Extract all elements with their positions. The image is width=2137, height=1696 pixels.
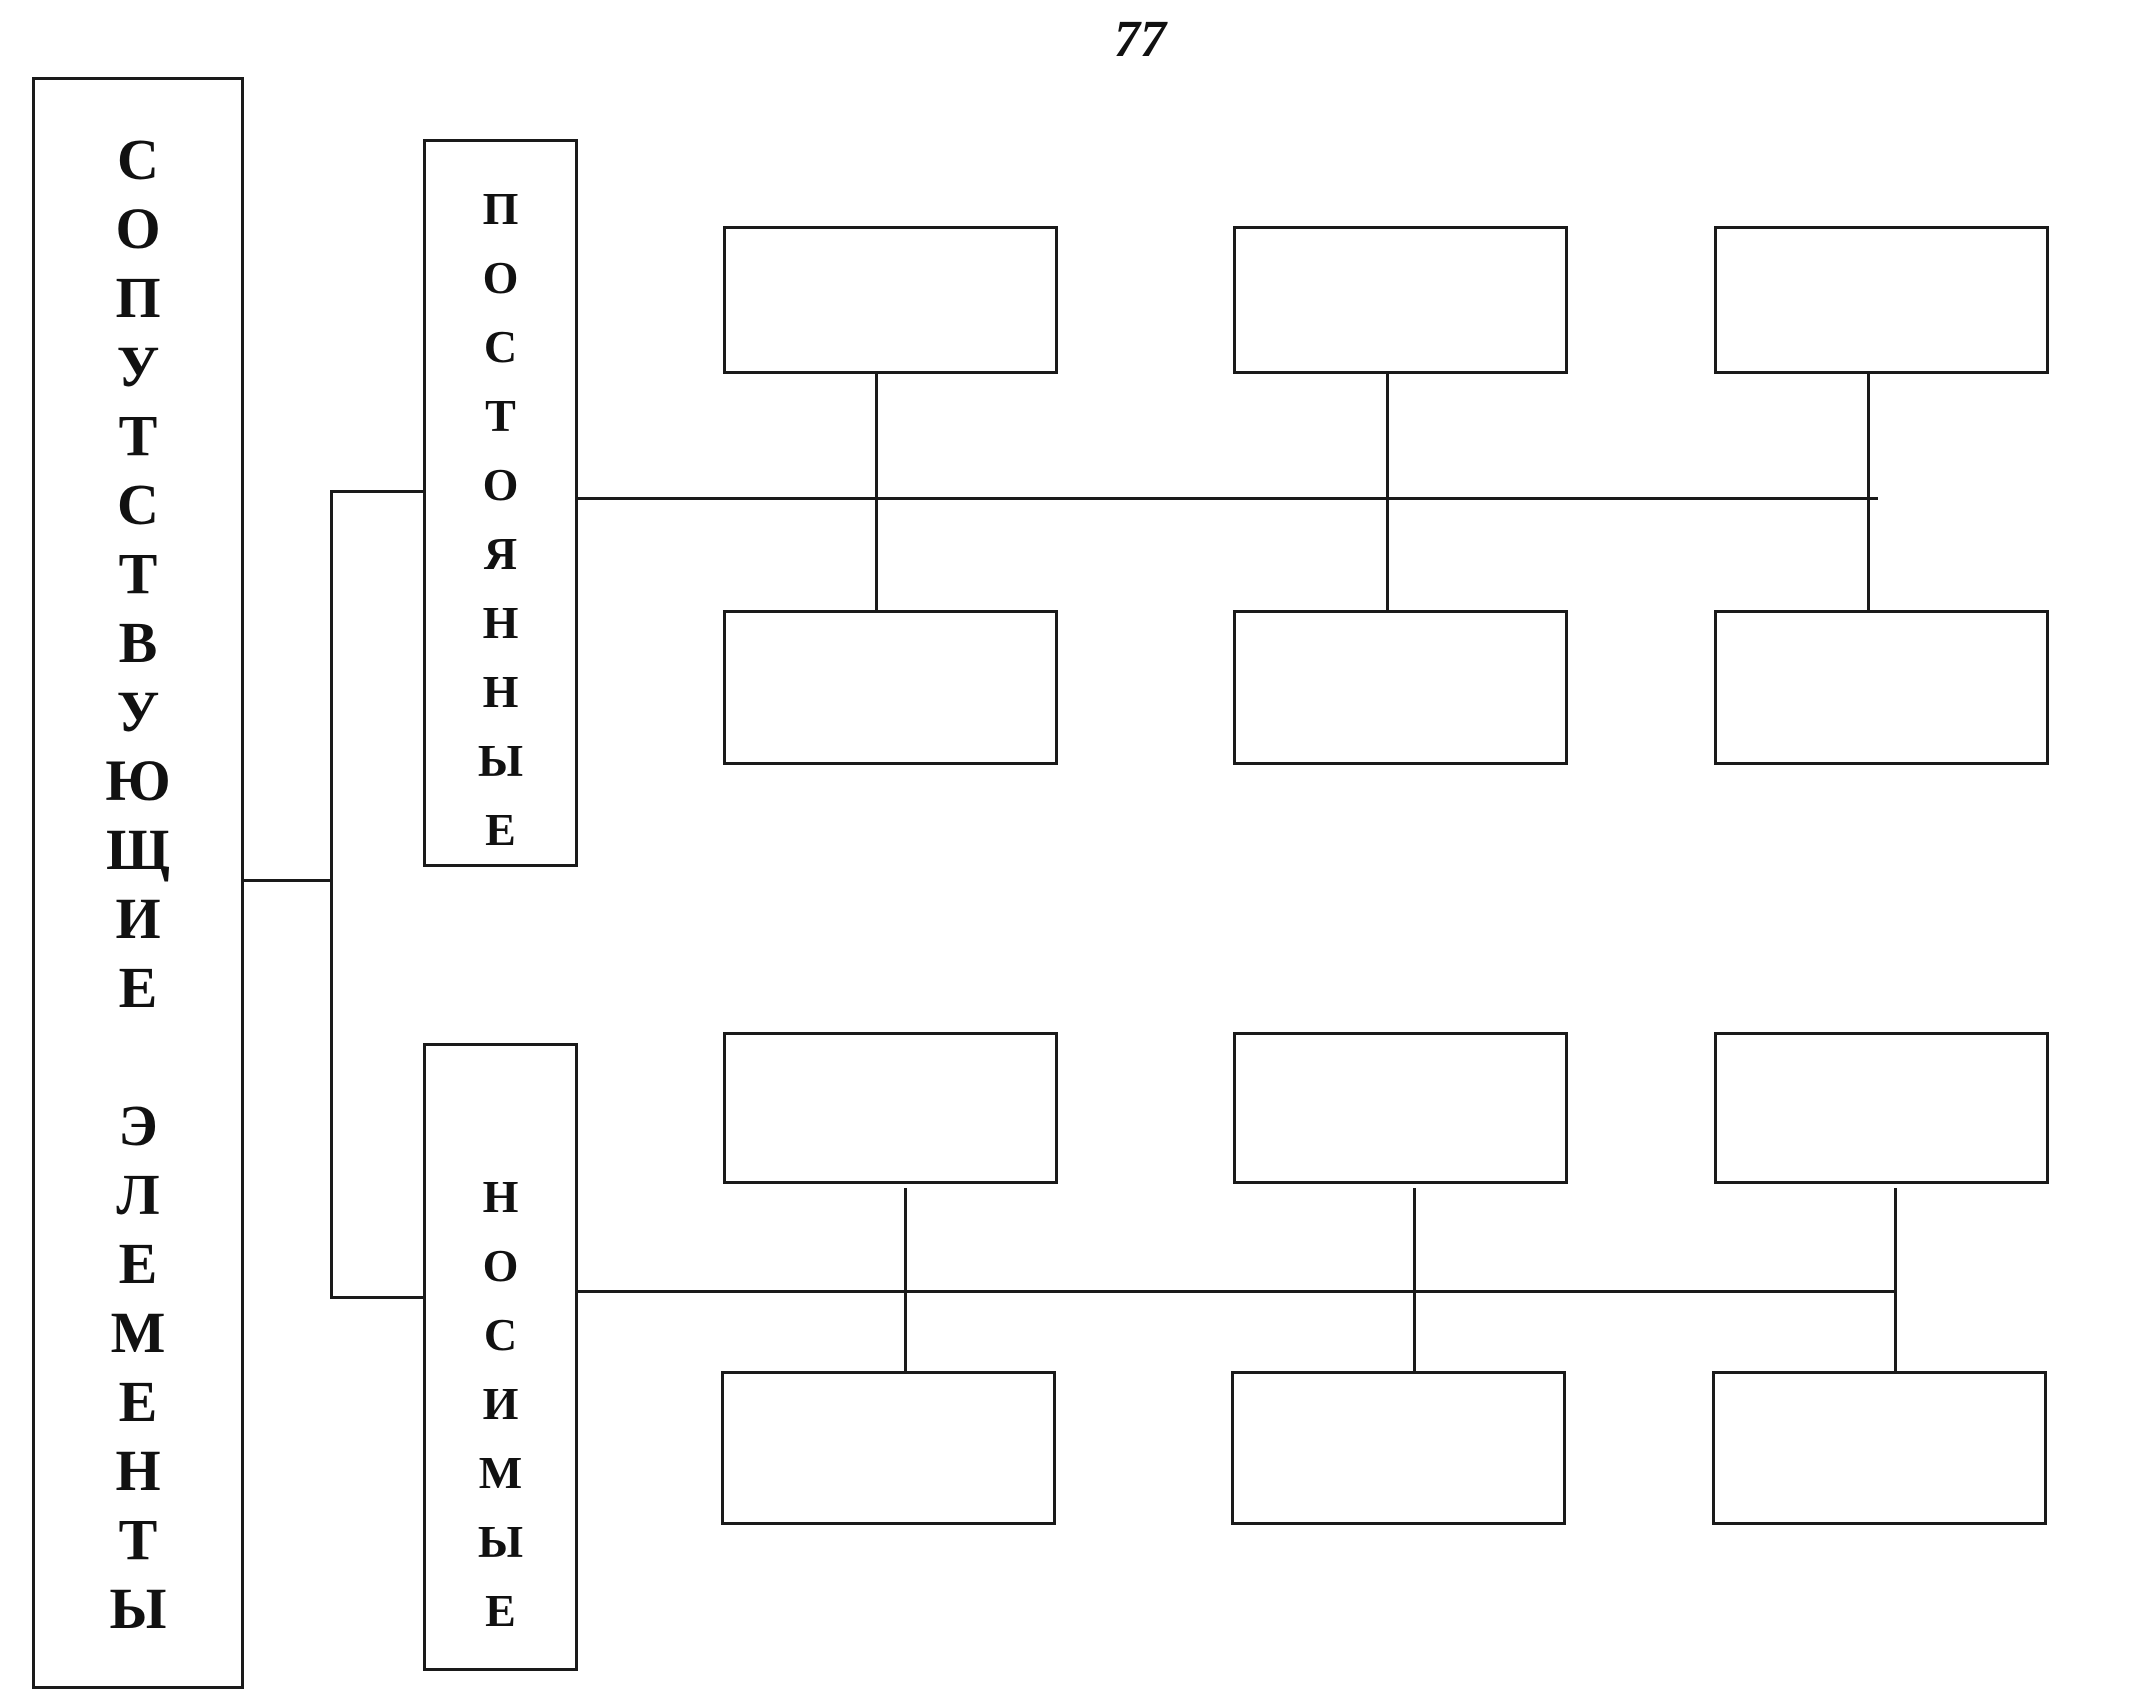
stem-constant-1 (875, 372, 878, 612)
branch-constant-letter: П (482, 183, 519, 234)
constant-bottom-box-2 (1233, 610, 1568, 765)
page-number: 77 (1114, 11, 1166, 68)
root-label-letter: Е (118, 1369, 158, 1434)
root-label-letter: Л (116, 1162, 160, 1227)
connector-to-wearable (330, 1296, 423, 1299)
branch-constant-letter: С (483, 321, 518, 372)
branch-constant-letter: Я (483, 528, 518, 579)
wearable-top-box-3 (1714, 1032, 2049, 1184)
root-label-letter: Щ (106, 817, 170, 882)
root-label-letter: Е (118, 1231, 158, 1296)
connector-to-constant (330, 490, 423, 493)
stem-wearable-3 (1894, 1188, 1897, 1373)
constant-top-box-2 (1233, 226, 1568, 374)
wearable-top-box-1 (723, 1032, 1058, 1184)
root-label-letter: В (118, 610, 158, 675)
branch-wearable-letter: С (483, 1309, 518, 1360)
root-label-letter: М (110, 1300, 166, 1365)
root-label-letter: Т (118, 403, 158, 468)
constant-bottom-box-1 (723, 610, 1058, 765)
root-label-letter: У (116, 334, 160, 399)
branch-wearable-letter: Н (482, 1171, 519, 1222)
branch-wearable-letter: Е (485, 1585, 516, 1636)
root-label-letter: П (115, 265, 161, 330)
root-label-letter: С (117, 127, 159, 192)
branch-wearable-letter: О (482, 1240, 519, 1291)
stem-constant-2 (1386, 372, 1389, 612)
wearable-bottom-box-1 (721, 1371, 1056, 1525)
root-label-letter: У (116, 679, 160, 744)
branch-constant-letter: О (482, 252, 519, 303)
stem-wearable-1 (904, 1188, 907, 1373)
branch-constant-letter: Н (482, 666, 519, 717)
root-label-letter: Т (118, 541, 158, 606)
bus-wearable (578, 1290, 1896, 1293)
branch-constant-letter: Н (482, 597, 519, 648)
branch-constant-letter: О (482, 459, 519, 510)
branch-wearable-letter: Ы (477, 1516, 524, 1567)
root-label-letter: Э (118, 1093, 158, 1158)
stem-wearable-2 (1413, 1188, 1416, 1373)
wearable-bottom-box-2 (1231, 1371, 1566, 1525)
root-label-letter: Н (115, 1438, 161, 1503)
bus-constant (578, 497, 1878, 500)
root-label-letter: Ы (109, 1576, 167, 1641)
root-label-letter: Т (118, 1507, 158, 1572)
root-label-letter: Е (118, 955, 158, 1020)
constant-bottom-box-3 (1714, 610, 2049, 765)
root-label-letter: О (115, 196, 161, 261)
root-label-letter: Ю (105, 748, 171, 813)
branch-constant-letter: Е (485, 804, 516, 855)
root-label-letter: И (115, 886, 161, 951)
connector-root-out (244, 879, 332, 882)
branch-constant-letter: Ы (477, 735, 524, 786)
branch-constant-letter: Т (485, 390, 516, 441)
connector-trunk (330, 490, 333, 1298)
root-label-letter: С (117, 472, 159, 537)
branch-wearable-letter: И (482, 1378, 519, 1429)
constant-top-box-1 (723, 226, 1058, 374)
wearable-top-box-2 (1233, 1032, 1568, 1184)
wearable-bottom-box-3 (1712, 1371, 2047, 1525)
constant-top-box-3 (1714, 226, 2049, 374)
branch-wearable-letter: М (478, 1447, 523, 1498)
root-label-letter (131, 1022, 146, 1091)
stem-constant-3 (1867, 372, 1870, 612)
